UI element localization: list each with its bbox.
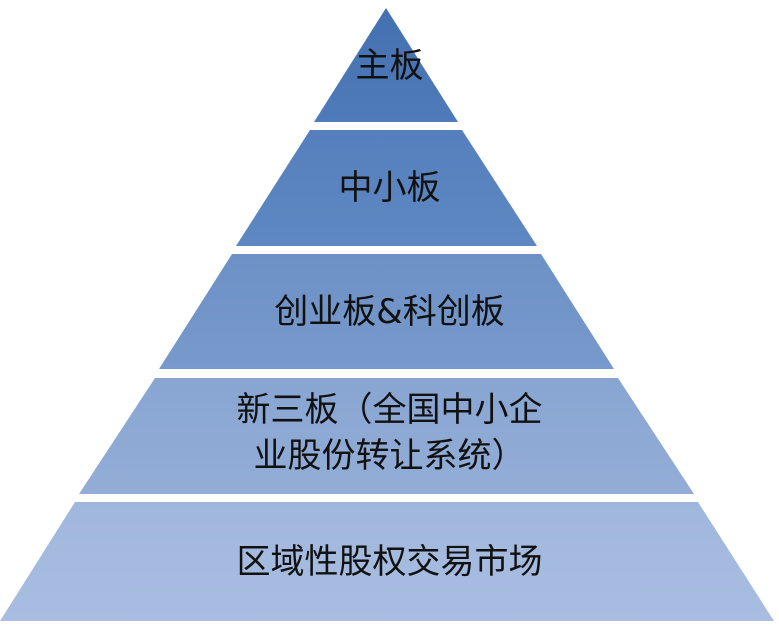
- tier-label-sme-board: 中小板: [338, 168, 441, 208]
- tier-shape-3: [159, 254, 614, 369]
- tier-label-neeq-line1: 新三板（全国中小企: [236, 390, 543, 430]
- tier-label-neeq-line2: 业股份转让系统）: [253, 436, 526, 476]
- tier-label-growth-star-board: 创业板&科创板: [274, 292, 505, 332]
- tier-shape-2: [236, 130, 537, 246]
- tier-shape-5: [0, 502, 774, 621]
- tier-shape-1: [314, 8, 458, 122]
- tier-shape-4: [79, 378, 694, 494]
- tier-label-neeq: 新三板（全国中小企 业股份转让系统）: [0, 387, 779, 479]
- tier-label-regional-equity-market: 区域性股权交易市场: [236, 542, 543, 582]
- tier-label-main-board: 主板: [355, 46, 424, 86]
